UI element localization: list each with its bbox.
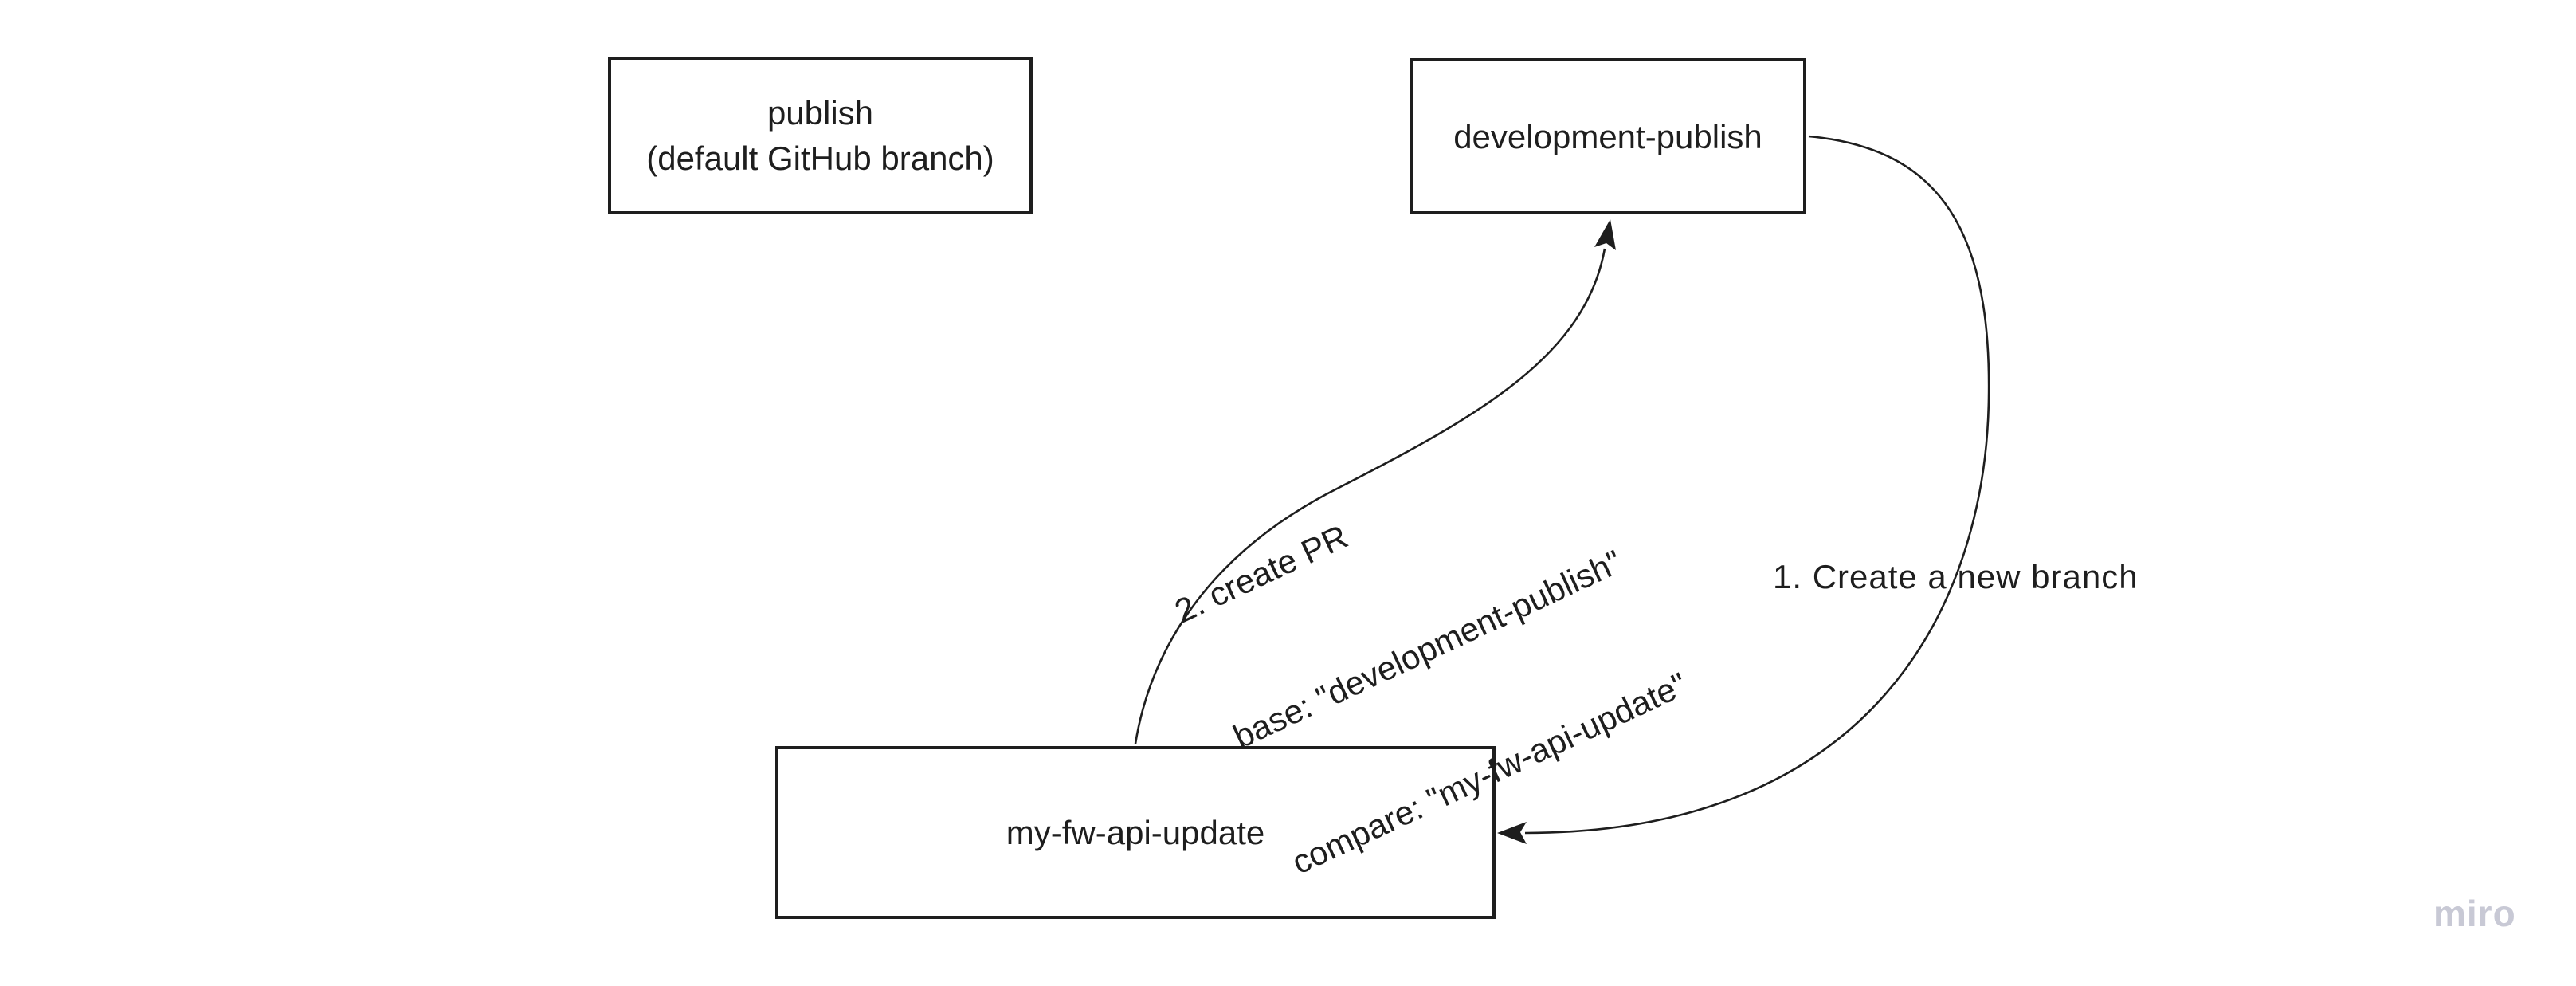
label-create-branch[interactable]: 1. Create a new branch bbox=[1773, 558, 2139, 595]
node-publish-label-line1: publish bbox=[767, 94, 874, 132]
node-development-publish-label: development-publish bbox=[1453, 117, 1762, 155]
arrowhead-up-icon bbox=[1594, 219, 1616, 250]
connector-create-branch-line bbox=[1524, 135, 1990, 835]
node-development-publish[interactable]: development-publish bbox=[1410, 58, 1806, 214]
node-publish[interactable]: publish (default GitHub branch) bbox=[608, 57, 1033, 214]
node-publish-label-line2: (default GitHub branch) bbox=[646, 139, 994, 177]
miro-watermark: miro bbox=[2433, 893, 2516, 934]
node-my-fw-api-update[interactable]: my-fw-api-update bbox=[775, 746, 1496, 919]
connector-create-pr-line bbox=[1134, 248, 1606, 744]
node-my-fw-api-update-label: my-fw-api-update bbox=[1006, 814, 1265, 851]
